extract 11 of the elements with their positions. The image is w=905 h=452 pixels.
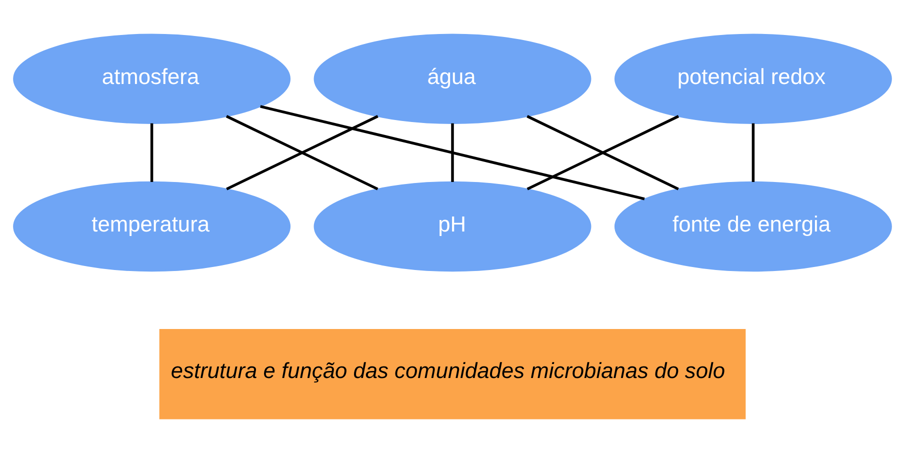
node-ellipse: pH <box>314 180 592 272</box>
node-ellipse: água <box>314 33 592 124</box>
connector <box>451 122 454 182</box>
connector <box>150 122 154 182</box>
node-ellipse: temperatura <box>13 180 291 272</box>
connector <box>752 122 755 182</box>
connector <box>260 104 645 200</box>
node-ellipse: fonte de energia <box>614 180 892 272</box>
node-ellipse: potencial redox <box>614 33 892 124</box>
node-ellipse: atmosfera <box>13 33 291 124</box>
node-box: estrutura e função das comunidades microbianas do solo <box>159 328 746 419</box>
